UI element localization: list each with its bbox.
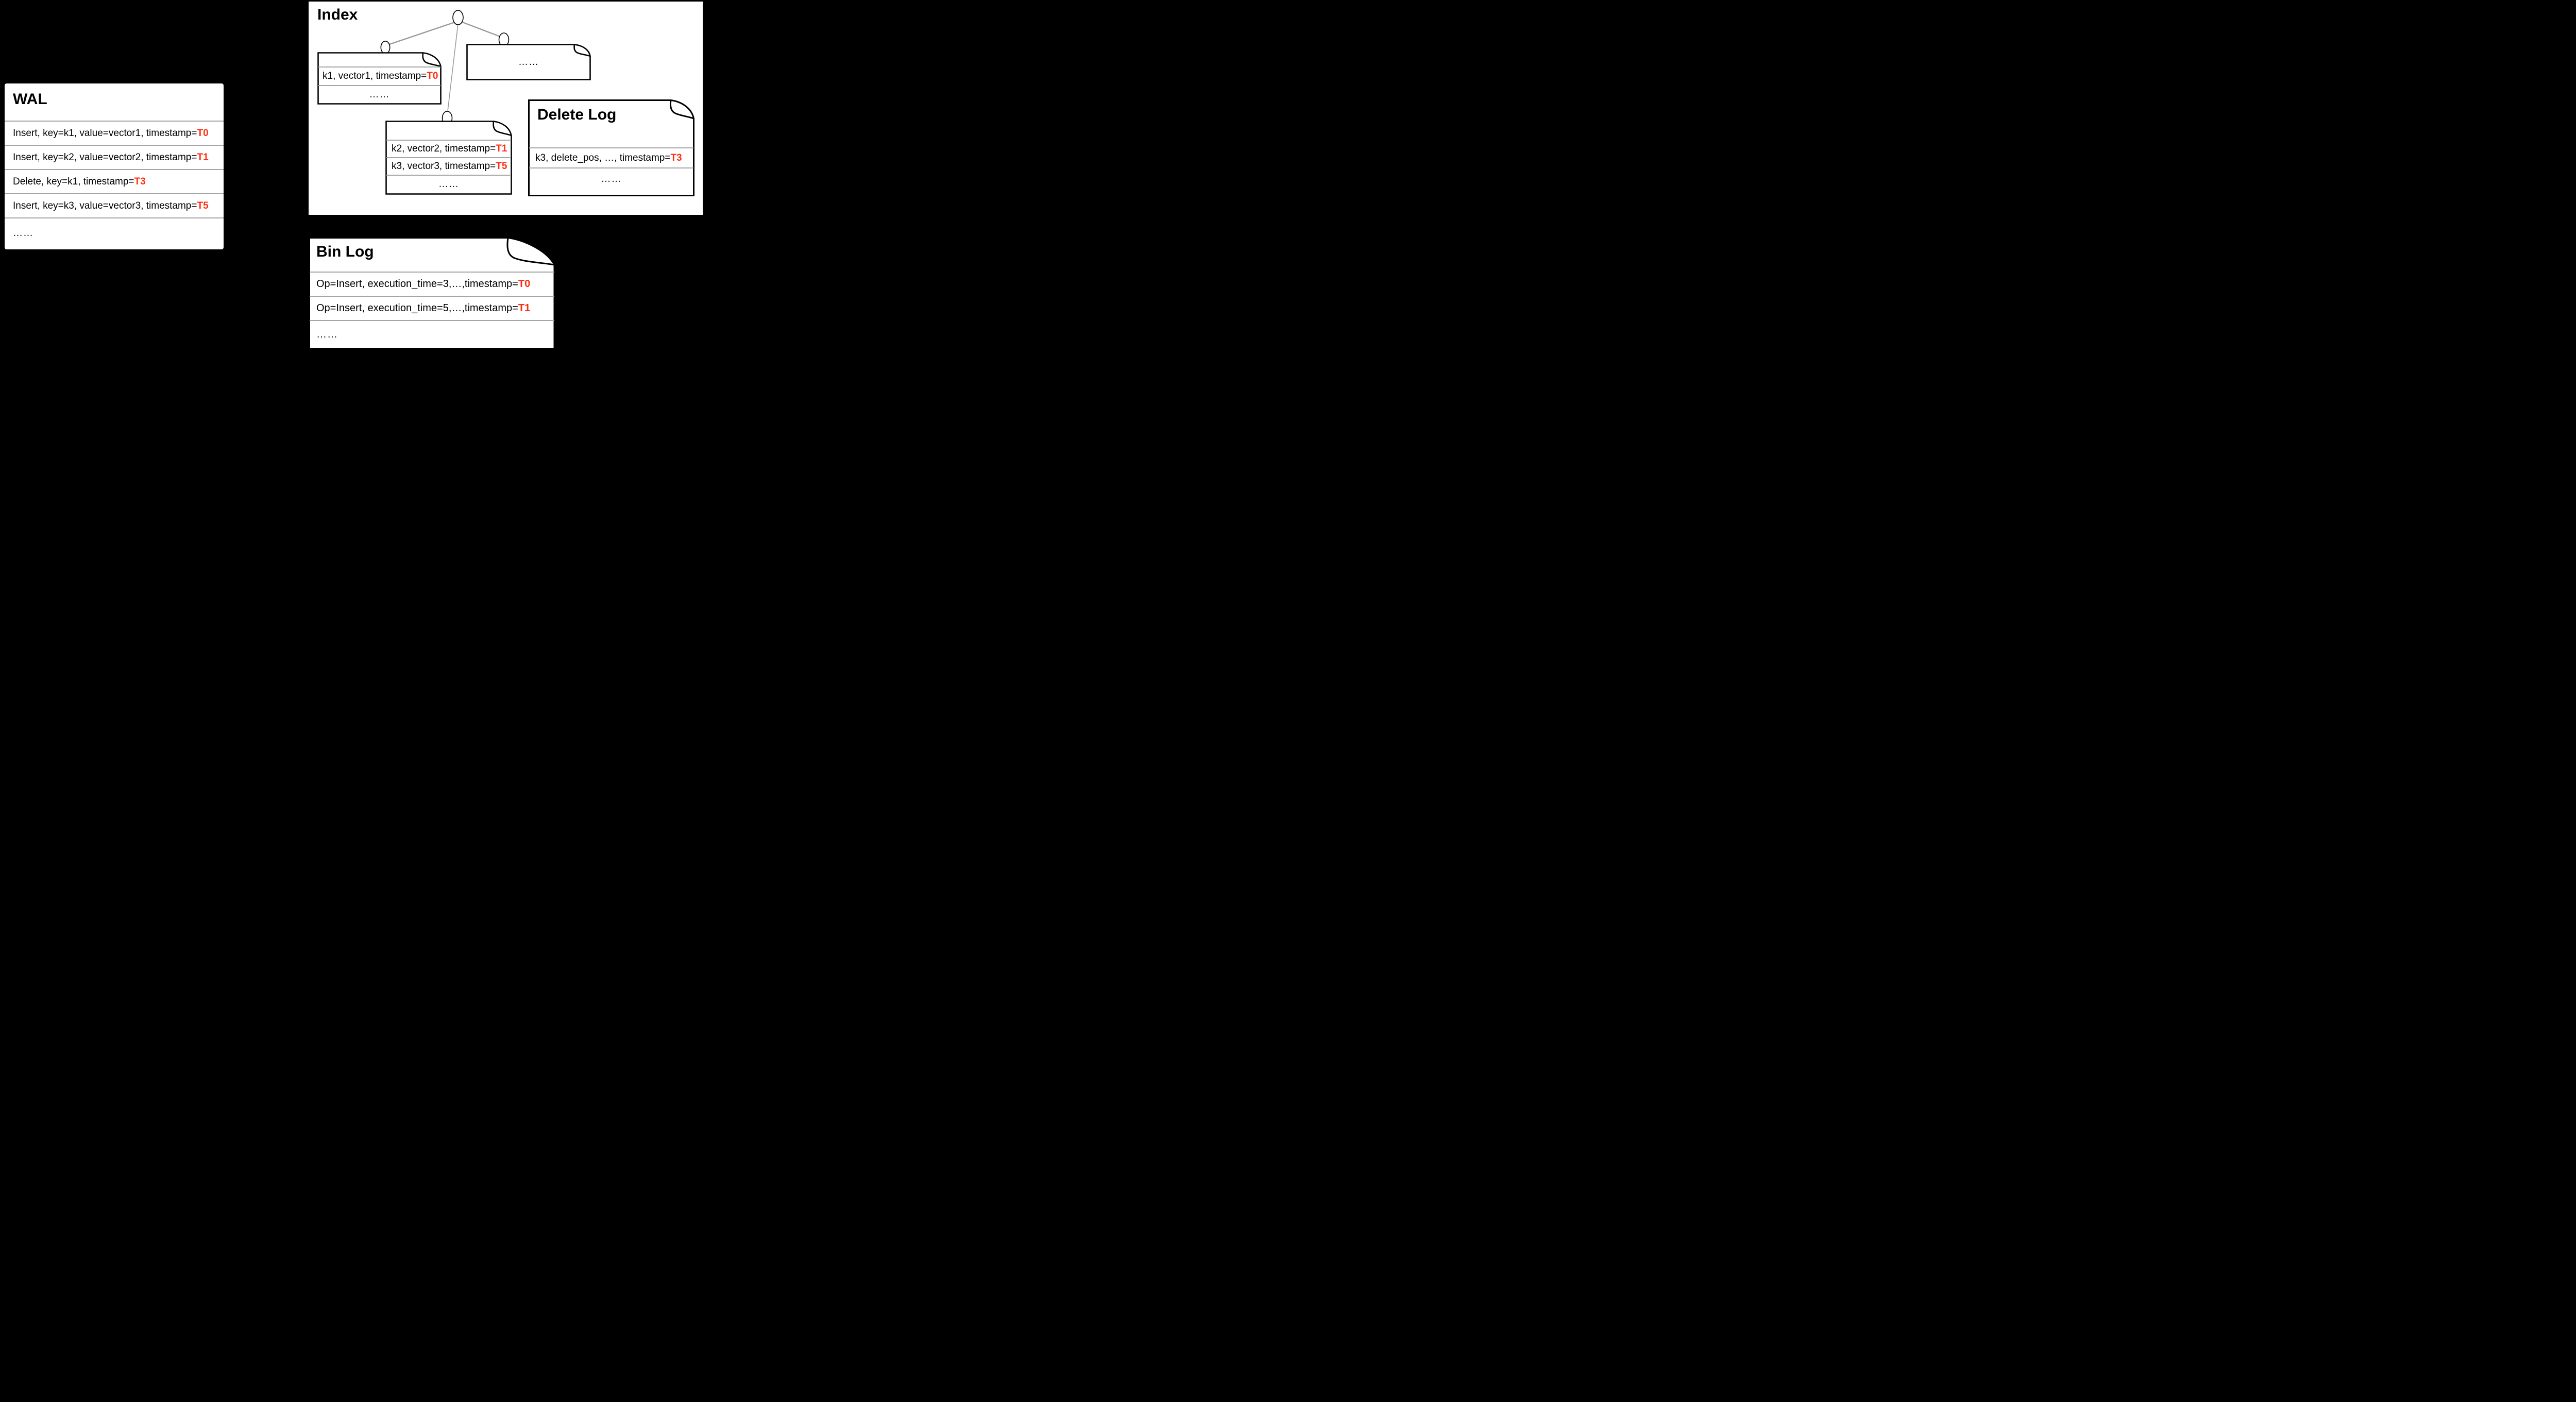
index-segment-3: k2, vector2, timestamp=T1 k3, vector3, t…: [385, 121, 512, 195]
row-divider: [5, 169, 224, 170]
wal-row-text: Insert, key=k3, value=vector3, timestamp…: [13, 200, 197, 211]
segment-row: k1, vector1, timestamp=T0: [317, 67, 442, 85]
index-panel: Index k1, vector1, timestamp=T0: [309, 2, 703, 215]
timestamp-value: T3: [134, 176, 146, 187]
index-segment-2: ……: [466, 44, 591, 80]
tree-edge: [386, 20, 459, 46]
segment-row-text: k1, vector1, timestamp=: [323, 71, 427, 81]
delete-log-title: Delete Log: [537, 106, 617, 123]
row-divider: [310, 272, 554, 273]
row-divider: [529, 167, 693, 168]
segment-ellipsis-row: ……: [385, 176, 512, 193]
row-divider: [5, 193, 224, 194]
bin-log-row: Op=Insert, execution_time=3,…,timestamp=…: [309, 273, 555, 296]
row-divider: [5, 217, 224, 218]
bin-log-row: Op=Insert, execution_time=5,…,timestamp=…: [309, 297, 555, 320]
ellipsis-text: ……: [13, 228, 33, 239]
wal-row-text: Insert, key=k1, value=vector1, timestamp…: [13, 127, 197, 139]
document-shape: [466, 44, 591, 80]
wal-title: WAL: [13, 91, 47, 108]
tree-edge: [447, 23, 459, 116]
wal-row-text: Delete, key=k1, timestamp=: [13, 176, 134, 187]
bin-log-row-text: Op=Insert, execution_time=3,…,timestamp=: [316, 278, 518, 290]
wal-row: Delete, key=k1, timestamp=T3: [5, 170, 224, 193]
ellipsis-text: ……: [438, 179, 459, 190]
wal-row: Insert, key=k1, value=vector1, timestamp…: [5, 122, 224, 145]
wal-row-text: Insert, key=k2, value=vector2, timestamp…: [13, 151, 197, 163]
timestamp-value: T0: [427, 71, 438, 81]
row-divider: [310, 320, 554, 321]
segment-row-text: k3, vector3, timestamp=: [392, 161, 496, 172]
delete-log-row-text: k3, delete_pos, …, timestamp=: [535, 152, 671, 163]
tree-node: [452, 10, 464, 25]
timestamp-value: T5: [496, 161, 507, 172]
timestamp-value: T1: [197, 151, 209, 163]
delete-log-row: k3, delete_pos, …, timestamp=T3: [528, 148, 694, 167]
timestamp-value: T1: [496, 143, 507, 154]
segment-ellipsis-row: ……: [466, 44, 591, 80]
ellipsis-text: ……: [518, 56, 539, 67]
diagram-canvas: WAL Insert, key=k1, value=vector1, times…: [0, 0, 704, 350]
row-divider: [310, 296, 554, 297]
wal-row: Insert, key=k3, value=vector3, timestamp…: [5, 194, 224, 217]
row-divider: [318, 66, 440, 67]
timestamp-value: T0: [197, 127, 209, 139]
document-shape: [317, 52, 442, 105]
tree-edge: [459, 20, 503, 39]
segment-row-text: k2, vector2, timestamp=: [392, 143, 496, 154]
segment-ellipsis-row: ……: [317, 86, 442, 103]
timestamp-value: T5: [197, 200, 209, 211]
row-divider: [386, 140, 511, 141]
row-divider: [386, 175, 511, 176]
ellipsis-text: ……: [316, 329, 338, 340]
row-divider: [529, 147, 693, 148]
delete-log: Delete Log k3, delete_pos, …, timestamp=…: [528, 99, 694, 196]
index-title: Index: [317, 6, 358, 23]
row-divider: [5, 145, 224, 146]
row-divider: [386, 157, 511, 158]
index-segment-1: k1, vector1, timestamp=T0 ……: [317, 52, 442, 105]
bin-log-ellipsis-row: ……: [309, 321, 555, 348]
timestamp-value: T0: [518, 278, 531, 290]
timestamp-value: T3: [670, 152, 682, 163]
bin-log: Bin Log Op=Insert, execution_time=3,…,ti…: [309, 237, 555, 349]
ellipsis-text: ……: [601, 174, 622, 184]
row-divider: [5, 121, 224, 122]
ellipsis-text: ……: [369, 89, 390, 100]
timestamp-value: T1: [518, 302, 531, 314]
bin-log-title: Bin Log: [316, 243, 374, 260]
wal-ellipsis-row: ……: [5, 218, 224, 248]
wal-row: Insert, key=k2, value=vector2, timestamp…: [5, 146, 224, 169]
segment-row: k2, vector2, timestamp=T1: [385, 141, 512, 157]
segment-row: k3, vector3, timestamp=T5: [385, 158, 512, 175]
delete-log-ellipsis-row: ……: [528, 168, 694, 190]
wal-box: WAL Insert, key=k1, value=vector1, times…: [5, 83, 224, 249]
row-divider: [318, 85, 440, 86]
bin-log-row-text: Op=Insert, execution_time=5,…,timestamp=: [316, 302, 518, 314]
